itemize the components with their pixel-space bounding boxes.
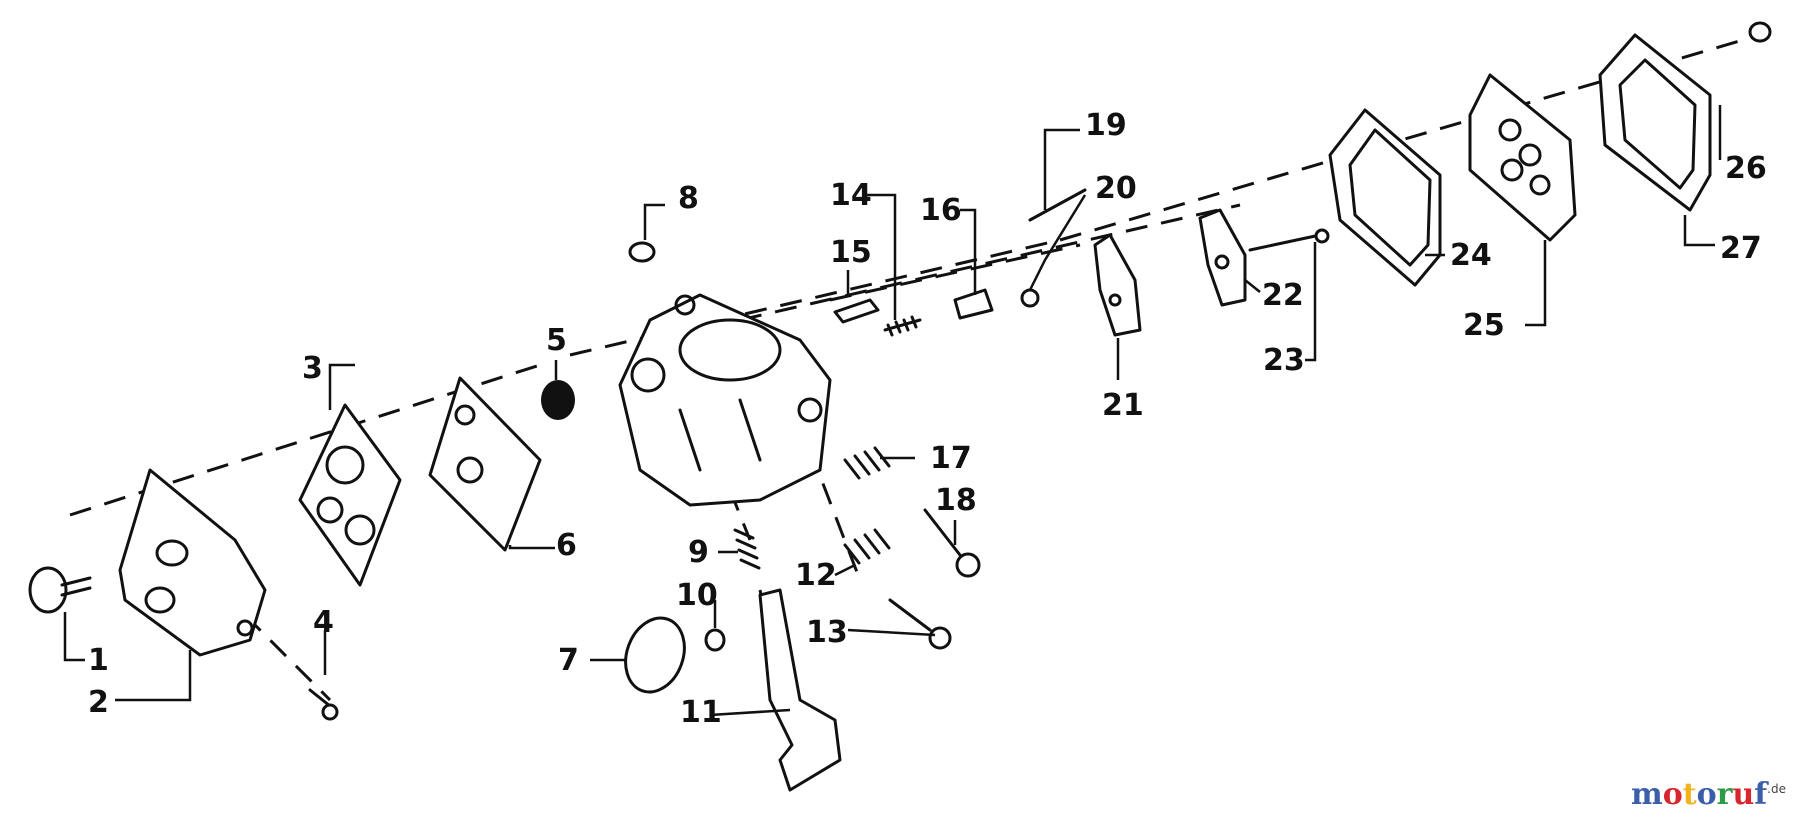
label-24: 24 — [1450, 238, 1492, 273]
part-spring-14 — [883, 315, 922, 337]
label-6: 6 — [556, 528, 577, 563]
label-16: 16 — [920, 193, 962, 228]
watermark-letter: o — [1696, 777, 1717, 812]
part-filter-5 — [541, 380, 575, 420]
label-9: 9 — [688, 535, 709, 570]
label-21: 21 — [1102, 388, 1144, 423]
label-26: 26 — [1725, 151, 1767, 186]
watermark-letter: r — [1716, 777, 1733, 812]
part-10 — [704, 628, 726, 652]
label-25: 25 — [1463, 308, 1505, 343]
label-8: 8 — [678, 181, 699, 216]
label-11: 11 — [680, 695, 722, 730]
label-27: 27 — [1720, 231, 1762, 266]
label-4: 4 — [313, 605, 334, 640]
part-4 — [308, 688, 339, 721]
label-5: 5 — [546, 323, 567, 358]
part-22 — [1198, 208, 1247, 307]
watermark-suffix: .de — [1767, 782, 1786, 796]
part-16 — [953, 288, 994, 320]
part-gasket-24 — [1328, 108, 1442, 287]
label-15: 15 — [830, 235, 872, 270]
watermark-letter: u — [1732, 777, 1755, 812]
watermark-logo: motoruf.de — [1631, 777, 1786, 812]
label-20: 20 — [1095, 171, 1137, 206]
watermark-letter: f — [1754, 777, 1768, 812]
label-17: 17 — [930, 441, 972, 476]
watermark-letter: t — [1682, 777, 1697, 812]
label-3: 3 — [302, 351, 323, 386]
part-number-labels: 1 2 3 4 5 6 7 8 9 10 11 12 13 14 15 16 1… — [88, 108, 1767, 730]
leader-lines — [63, 105, 1722, 717]
part-screw-18 — [923, 508, 981, 578]
label-22: 22 — [1262, 278, 1304, 313]
watermark-letter: m — [1631, 777, 1663, 812]
part-diaphragm-25 — [1468, 73, 1577, 242]
label-19: 19 — [1085, 108, 1127, 143]
label-7: 7 — [558, 643, 579, 678]
part-spring-9 — [733, 528, 761, 570]
part-shaft-19 — [1028, 188, 1087, 222]
watermark-letter: o — [1662, 777, 1683, 812]
part-pin-23 — [1248, 228, 1330, 252]
label-10: 10 — [676, 578, 718, 613]
label-13: 13 — [806, 615, 848, 650]
part-cover-27 — [1598, 33, 1712, 212]
part-20 — [1020, 288, 1040, 308]
label-18: 18 — [935, 483, 977, 518]
part-15 — [833, 298, 880, 324]
part-pump-cover-2 — [118, 468, 267, 657]
part-lever-21 — [1093, 233, 1142, 337]
part-screw-1 — [28, 566, 92, 614]
label-1: 1 — [88, 643, 109, 678]
part-8 — [628, 241, 656, 263]
part-disc-7 — [624, 616, 686, 694]
part-screw-13 — [888, 598, 952, 650]
part-spring-17 — [843, 446, 891, 480]
part-lever-11 — [758, 588, 842, 792]
part-carburetor-body — [618, 293, 832, 507]
part-pump-plate-3 — [298, 403, 402, 587]
label-2: 2 — [88, 685, 109, 720]
part-screw-26 — [1748, 21, 1772, 43]
label-12: 12 — [795, 558, 837, 593]
part-spring-12 — [843, 528, 891, 565]
part-gasket-6 — [428, 376, 542, 552]
label-14: 14 — [830, 178, 872, 213]
label-23: 23 — [1263, 343, 1305, 378]
